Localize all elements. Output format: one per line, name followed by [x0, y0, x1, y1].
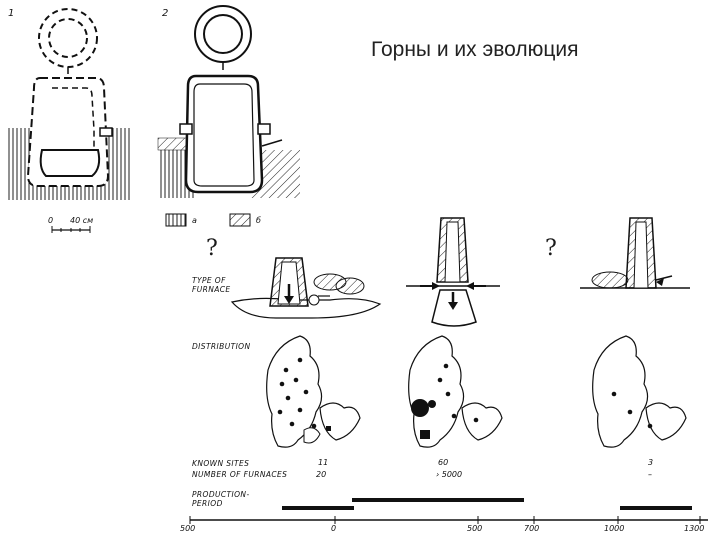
question-mark-left: ? [206, 236, 218, 261]
row-label-type-line1: TYPE OF [192, 276, 226, 285]
tick-label: 700 [524, 524, 540, 533]
panel2-furnace-section [157, 74, 300, 198]
row-label-production-line2: PERIOD [192, 499, 223, 508]
row-label-type-line2: FURNACE [192, 285, 231, 294]
row-label-production-period: PRODUCTION- PERIOD [192, 490, 250, 508]
col2-known-sites: 60 [438, 458, 449, 467]
row-label-type: TYPE OF FURNACE [192, 276, 231, 294]
furnace-type-slag-pit [230, 257, 382, 319]
col3-known-sites: 3 [648, 458, 654, 467]
row-label-number-of-furnaces: NUMBER OF FURNACES [192, 470, 288, 479]
col1-furnaces: 20 [316, 470, 327, 479]
row-label-known-sites: KNOWN SITES [192, 459, 250, 468]
row-label-production-line1: PRODUCTION- [192, 490, 250, 499]
furnace-type-late [580, 217, 690, 289]
scale-bar [51, 226, 91, 233]
panel2-number: 2 [162, 8, 169, 19]
panel2-furnace-plan [194, 5, 252, 70]
tick-label: 1000 [604, 524, 625, 533]
tick-label: 0 [331, 524, 337, 533]
legend-b-label: б [256, 216, 261, 225]
furnace-type-shaft [406, 217, 500, 327]
distribution-map-3 [592, 335, 687, 448]
panel1-number: 1 [8, 8, 15, 19]
slide-title: Горны и их эволюция [371, 38, 579, 61]
scale-value-label: 40 см [70, 216, 94, 225]
scale-zero-label: 0 [48, 216, 54, 225]
tick-label: 500 [467, 524, 483, 533]
distribution-map-2 [408, 335, 503, 448]
legend-a-label: а [192, 216, 197, 225]
tick-label: 1300 [684, 524, 705, 533]
panel1-furnace-section [8, 77, 132, 200]
col1-known-sites: 11 [318, 458, 329, 467]
distribution-map-1 [266, 335, 361, 448]
production-period-bars [282, 498, 692, 510]
col3-furnaces: – [648, 470, 652, 479]
col2-furnaces: › 5000 [436, 470, 463, 479]
timeline-axis [189, 516, 708, 524]
question-mark-right: ? [545, 236, 557, 261]
tick-label: 500 [180, 524, 196, 533]
legend-swatches [165, 213, 251, 227]
panel1-furnace-plan [38, 8, 98, 74]
row-label-distribution: DISTRIBUTION [192, 342, 251, 351]
